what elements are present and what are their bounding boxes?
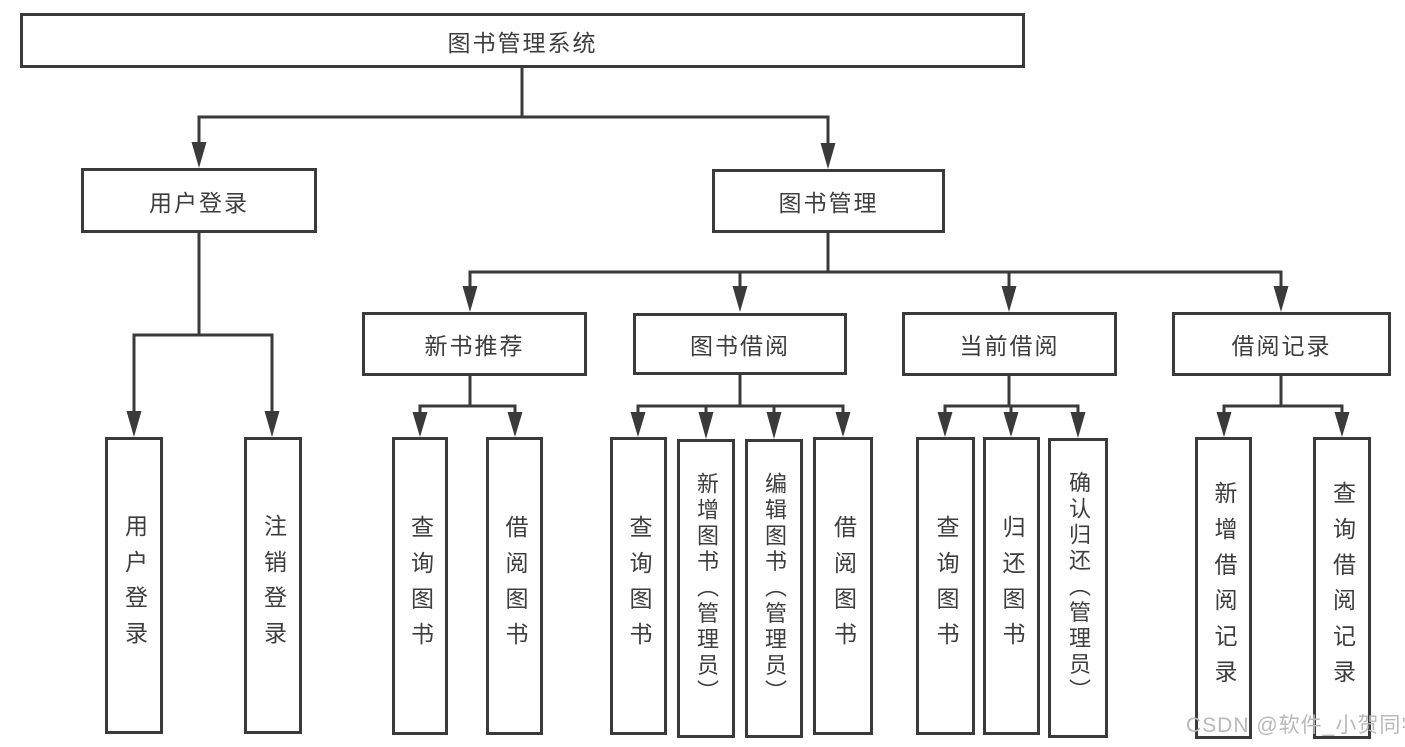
node-leaf-logout: 注销登录 — [244, 437, 302, 734]
node-borrow-records: 借阅记录 — [1172, 312, 1391, 376]
node-leaf-confirm-return-admin: 确认归还（管理员） — [1048, 438, 1108, 738]
node-leaf-query-books-3: 查询图书 — [916, 437, 975, 735]
node-leaf-return-books: 归还图书 — [983, 437, 1040, 735]
node-leaf-confirm-return-admin-label: 确认归还（管理员） — [1066, 471, 1091, 705]
node-current-borrow-label: 当前借阅 — [959, 333, 1060, 359]
node-leaf-query-borrow-record: 查询借阅记录 — [1313, 437, 1371, 739]
node-user-login: 用户登录 — [81, 168, 317, 233]
node-leaf-borrow-books-2-label: 借阅图书 — [830, 514, 857, 658]
node-current-borrow: 当前借阅 — [902, 312, 1117, 376]
node-leaf-add-borrow-record-label: 新增借阅记录 — [1211, 481, 1237, 695]
node-leaf-query-books-2: 查询图书 — [610, 437, 667, 735]
node-book-management: 图书管理 — [712, 169, 945, 233]
node-leaf-query-borrow-record-label: 查询借阅记录 — [1329, 481, 1356, 695]
csdn-watermark: CSDN @软件_小贺同学 — [1186, 714, 1405, 737]
node-book-borrow: 图书借阅 — [633, 313, 847, 375]
node-root-system: 图书管理系统 — [20, 13, 1025, 68]
node-leaf-user-login: 用户登录 — [105, 437, 163, 734]
node-user-login-label: 用户登录 — [149, 189, 249, 216]
node-leaf-borrow-books-1-label: 借阅图书 — [502, 514, 528, 658]
node-root-system-label: 图书管理系统 — [447, 29, 598, 56]
node-leaf-add-books-admin: 新增图书（管理员） — [677, 439, 735, 738]
node-leaf-logout-label: 注销登录 — [260, 514, 287, 657]
node-leaf-query-books-1-label: 查询图书 — [407, 514, 434, 658]
node-leaf-add-borrow-record: 新增借阅记录 — [1195, 437, 1252, 739]
node-leaf-query-books-2-label: 查询图书 — [626, 514, 652, 658]
node-new-book-recommend: 新书推荐 — [362, 312, 587, 376]
node-leaf-edit-books-admin: 编辑图书（管理员） — [745, 439, 803, 738]
node-leaf-user-login-label: 用户登录 — [121, 514, 148, 657]
node-book-borrow-label: 图书借阅 — [690, 333, 790, 359]
node-leaf-edit-books-admin-label: 编辑图书（管理员） — [762, 471, 787, 706]
node-borrow-records-label: 借阅记录 — [1231, 333, 1332, 359]
node-leaf-return-books-label: 归还图书 — [999, 514, 1025, 658]
node-book-management-label: 图书管理 — [778, 190, 879, 216]
node-leaf-query-books-3-label: 查询图书 — [933, 514, 959, 658]
node-leaf-query-books-1: 查询图书 — [392, 437, 448, 735]
node-leaf-borrow-books-2: 借阅图书 — [813, 437, 873, 735]
node-leaf-add-books-admin-label: 新增图书（管理员） — [694, 471, 719, 706]
node-new-book-recommend-label: 新书推荐 — [424, 333, 525, 359]
node-leaf-borrow-books-1: 借阅图书 — [486, 437, 543, 735]
